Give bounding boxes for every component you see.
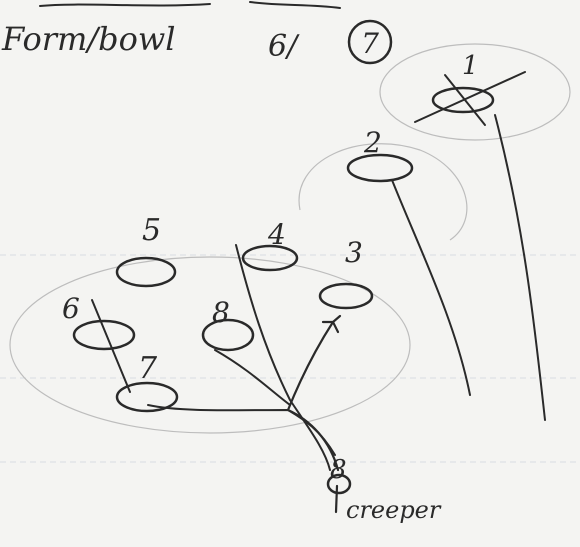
creeper-stem: [334, 484, 339, 514]
player-6-label: 6: [62, 292, 80, 325]
route-player-6: [91, 299, 131, 393]
player-4-marker: [241, 244, 299, 272]
route-player-2: [391, 179, 471, 396]
player-5-marker: [115, 256, 177, 288]
route-player-7: [147, 404, 336, 456]
play-label: 6/: [268, 29, 300, 64]
zone-ellipse-bottom-left: [9, 256, 411, 434]
play-number-circle: [347, 19, 393, 65]
formation-label: Form/bowl: [1, 20, 176, 58]
player-7-label: 7: [138, 351, 158, 386]
route-player-1: [494, 114, 546, 421]
route-arrowhead: [321, 314, 342, 334]
player-7-marker: [115, 381, 179, 413]
play-number: 7: [361, 27, 379, 60]
player-4-label: 4: [267, 218, 286, 251]
zone-ellipse-top-right: [379, 43, 571, 141]
player-2-marker: [346, 153, 414, 183]
player-9-marker: [326, 473, 352, 495]
player-5-label: 5: [142, 213, 161, 248]
zone-arc-middle: [298, 143, 468, 241]
player-1-marker: [414, 71, 526, 126]
route-player-8: [214, 349, 291, 406]
top-scribble: [39, 1, 341, 9]
route-creeper: [286, 320, 340, 472]
player-3-marker: [318, 282, 374, 310]
player-9-label: 8: [330, 455, 347, 485]
player-8-label: 8: [212, 296, 230, 329]
creeper-label: creeper: [346, 496, 442, 524]
player-6-marker: [72, 319, 136, 351]
player-3-label: 3: [345, 236, 363, 269]
player-1-label: 1: [462, 51, 479, 81]
route-player-4: [235, 244, 331, 471]
player-2-label: 2: [363, 126, 382, 159]
player-8-marker: [201, 318, 255, 352]
ruled-lines: [0, 254, 580, 463]
